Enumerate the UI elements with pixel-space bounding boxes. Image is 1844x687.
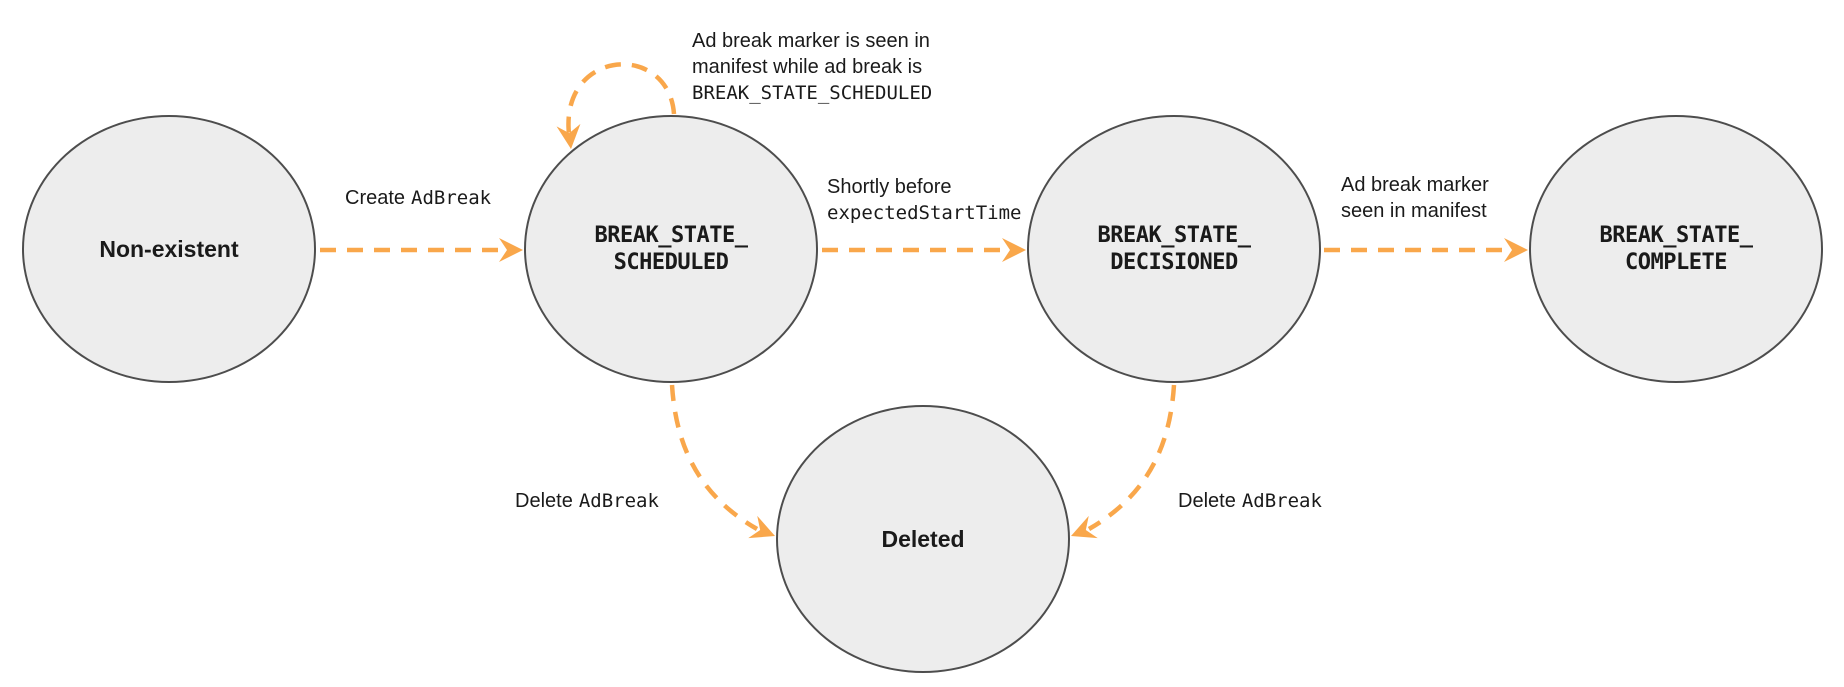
state-node-break-state-decisioned: BREAK_STATE_ DECISIONED [1027,115,1321,383]
state-label-line1: BREAK_STATE_ [1097,223,1251,248]
transition-code: AdBreak [1241,490,1322,512]
state-label-line1: BREAK_STATE_ [1599,223,1753,248]
transition-label-delete-adbreak-right: Delete AdBreak [1178,488,1322,514]
arrow-delete-left [669,384,759,531]
transition-label-create-adbreak: Create AdBreak [345,185,491,211]
state-label-line2: COMPLETE [1625,250,1727,275]
transition-code: expectedStartTime [827,202,1022,224]
arrowhead-delete-left-icon [748,515,775,539]
arrowhead-marker-seen-icon [1504,238,1528,262]
state-node-non-existent: Non-existent [22,115,316,383]
state-label-line2: DECISIONED [1110,250,1238,275]
transition-label-shortly-before: Shortly before expectedStartTime [827,174,1021,226]
arrowhead-create-adbreak-icon [499,238,523,262]
transition-code-line3: BREAK_STATE_SCHEDULED [692,82,933,104]
state-label-line2: SCHEDULED [613,250,729,275]
transition-code: AdBreak [578,490,659,512]
transition-label-marker-seen: Ad break marker seen in manifest [1341,172,1489,224]
transition-text-line1: Ad break marker [1341,174,1489,196]
state-node-break-state-complete: BREAK_STATE_ COMPLETE [1529,115,1823,383]
transition-text-line1: Ad break marker is seen in [692,30,930,52]
transition-text: Delete [515,490,573,512]
arrow-self-loop [566,62,677,135]
transition-label-self-loop: Ad break marker is seen in manifest whil… [692,28,932,106]
state-label-line1: BREAK_STATE_ [594,223,748,248]
transition-text: Shortly before [827,176,952,198]
transition-text: Delete [1178,490,1236,512]
arrowhead-delete-right-icon [1071,515,1098,539]
transition-text: Create [345,187,406,209]
state-node-break-state-scheduled: BREAK_STATE_ SCHEDULED [524,115,818,383]
arrow-delete-right [1087,384,1177,531]
transition-label-delete-adbreak-left: Delete AdBreak [515,488,659,514]
state-label: Non-existent [99,235,239,262]
state-node-deleted: Deleted [776,405,1070,673]
transition-code: AdBreak [411,187,492,209]
transition-text-line2: seen in manifest [1341,200,1487,222]
arrowhead-shortly-before-icon [1002,238,1026,262]
arrowhead-self-loop-icon [556,123,581,149]
transition-text-line2: manifest while ad break is [692,56,923,78]
state-label: Deleted [881,525,965,552]
